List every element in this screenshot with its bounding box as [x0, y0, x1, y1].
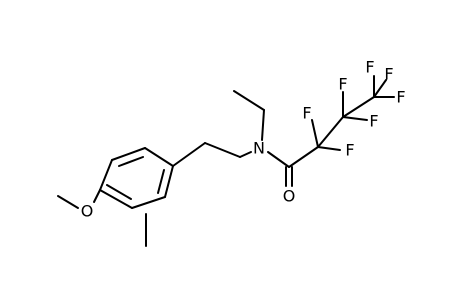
- atom-labels: N O O F F F F F F F: [81, 58, 406, 221]
- bond-lines: [57, 75, 395, 247]
- fluorine-label-5: F: [365, 58, 374, 77]
- fluorine-label-3: F: [338, 75, 347, 94]
- fluorine-label-2: F: [345, 141, 354, 160]
- fluorine-label-6: F: [384, 65, 393, 84]
- methoxy-oxygen-label: O: [81, 202, 94, 221]
- fluorine-label-7: F: [396, 88, 405, 107]
- nitrogen-label: N: [253, 139, 265, 158]
- fluorine-label-4: F: [369, 112, 378, 131]
- carbonyl-oxygen-label: O: [283, 187, 296, 206]
- fluorine-label-1: F: [302, 104, 311, 123]
